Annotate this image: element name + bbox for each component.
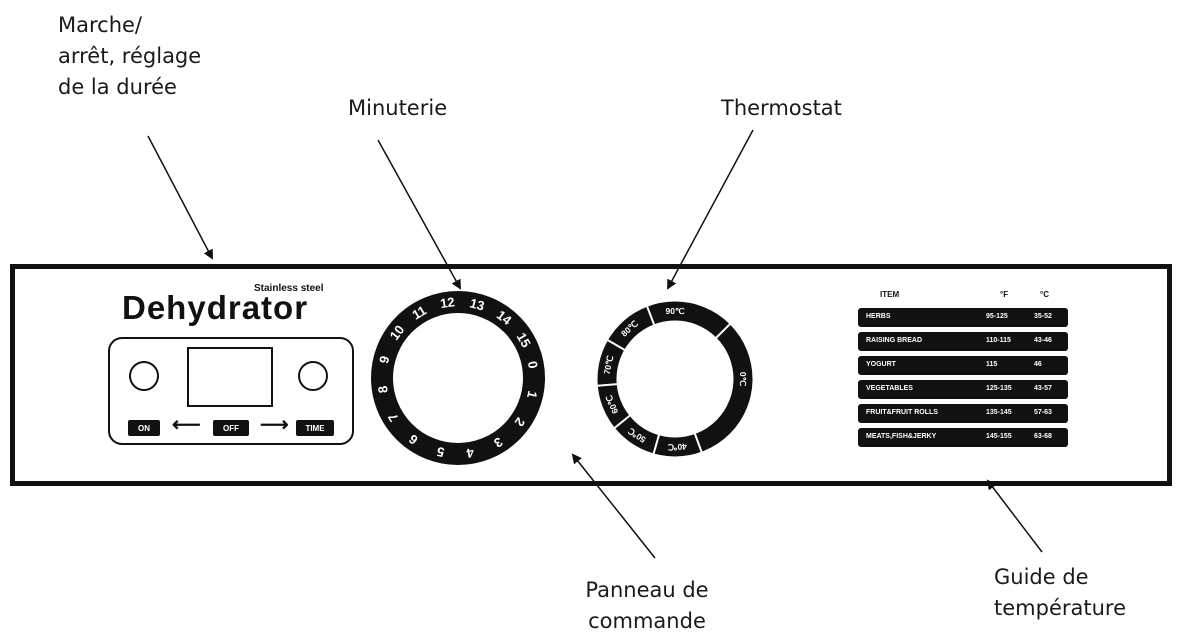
callout-thermostat: Thermostat [721,96,842,120]
guide-cell-f: 145-155 [986,433,1012,440]
thermostat-label: 90℃ [665,306,684,316]
guide-cell-item: YOGURT [866,361,896,368]
left-arrow-icon: ⟵ [172,414,201,436]
guide-cell-c: 43-46 [1034,337,1052,344]
guide-cell-item: HERBS [866,313,891,320]
off-button[interactable]: OFF [213,420,249,436]
timer-number: 0 [525,360,541,370]
guide-row: FRUIT&FRUIT ROLLS 135-145 57-63 [858,404,1068,423]
arrow-temperature-guide [986,479,1043,553]
guide-cell-item: FRUIT&FRUIT ROLLS [866,409,938,416]
timer-number: 4 [465,445,475,461]
guide-header-f: °F [1000,290,1009,299]
arrow-thermostat [667,129,754,290]
guide-cell-f: 125-135 [986,385,1012,392]
right-knob[interactable] [298,361,328,391]
guide-cell-f: 95-125 [986,313,1008,320]
guide-cell-c: 57-63 [1034,409,1052,416]
thermostat-separator [606,339,626,351]
guide-row: VEGETABLES 125-135 43-57 [858,380,1068,399]
guide-row: YOGURT 115 46 [858,356,1068,375]
timer-number: 10 [387,322,408,343]
guide-cell-c: 35-52 [1034,313,1052,320]
guide-cell-f: 135-145 [986,409,1012,416]
brand-name: Dehydrator [122,289,309,326]
guide-header-item: ITEM [880,290,900,299]
thermostat-dial-ring [597,301,753,457]
thermostat-label: 0℃ [738,372,748,387]
guide-cell-item: MEATS,FISH&JERKY [866,433,937,440]
guide-header-c: °C [1040,290,1049,299]
on-button[interactable]: ON [128,420,160,436]
guide-row: HERBS 95-125 35-52 [858,308,1068,327]
guide-cell-f: 115 [986,361,998,368]
thermostat-label: 70℃ [602,354,616,375]
guide-cell-c: 46 [1034,361,1042,368]
callout-timer: Minuterie [348,96,448,120]
callout-control-panel: Panneau de commande [585,578,709,633]
thermostat-separator [646,305,656,326]
timer-number: 15 [514,330,534,350]
left-knob[interactable] [129,361,159,391]
timer-number: 9 [376,354,392,365]
guide-cell-c: 63-68 [1034,433,1052,440]
thermostat-label: 40℃ [667,442,687,453]
timer-number: 5 [435,444,445,460]
guide-cell-item: RAISING BREAD [866,337,923,344]
brand-subtitle: Stainless steel [254,283,324,294]
timer-number: 1 [524,390,540,400]
guide-row: RAISING BREAD 110-115 43-46 [858,332,1068,351]
timer-number: 8 [375,385,391,394]
right-arrow-icon: ⟶ [260,414,289,436]
time-button[interactable]: TIME [296,420,334,436]
callout-temperature-guide: Guide de température [994,565,1126,620]
arrow-timer [377,139,461,290]
timer-number: 12 [439,294,455,311]
guide-cell-f: 110-115 [986,337,1011,344]
thermostat-separator [613,414,631,429]
arrow-control-panel [571,453,656,559]
thermostat-separator [652,434,660,455]
timer-number: 13 [468,295,486,313]
timer-dial-ring [371,291,545,465]
thermostat-separator [715,323,731,339]
guide-row: MEATS,FISH&JERKY 145-155 63-68 [858,428,1068,447]
arrow-power-time [147,135,213,260]
thermostat-separator [597,383,618,387]
thermostat-separator [693,433,703,453]
guide-cell-c: 43-57 [1034,385,1052,392]
callout-power-time: Marche/ arrêt, réglage de la durée [58,13,202,99]
thermostat-dial[interactable]: 90℃80℃70℃60℃50℃40℃0℃ [590,294,760,464]
display-screen [187,347,273,407]
timer-number: 11 [409,303,428,323]
guide-cell-item: VEGETABLES [866,385,913,392]
